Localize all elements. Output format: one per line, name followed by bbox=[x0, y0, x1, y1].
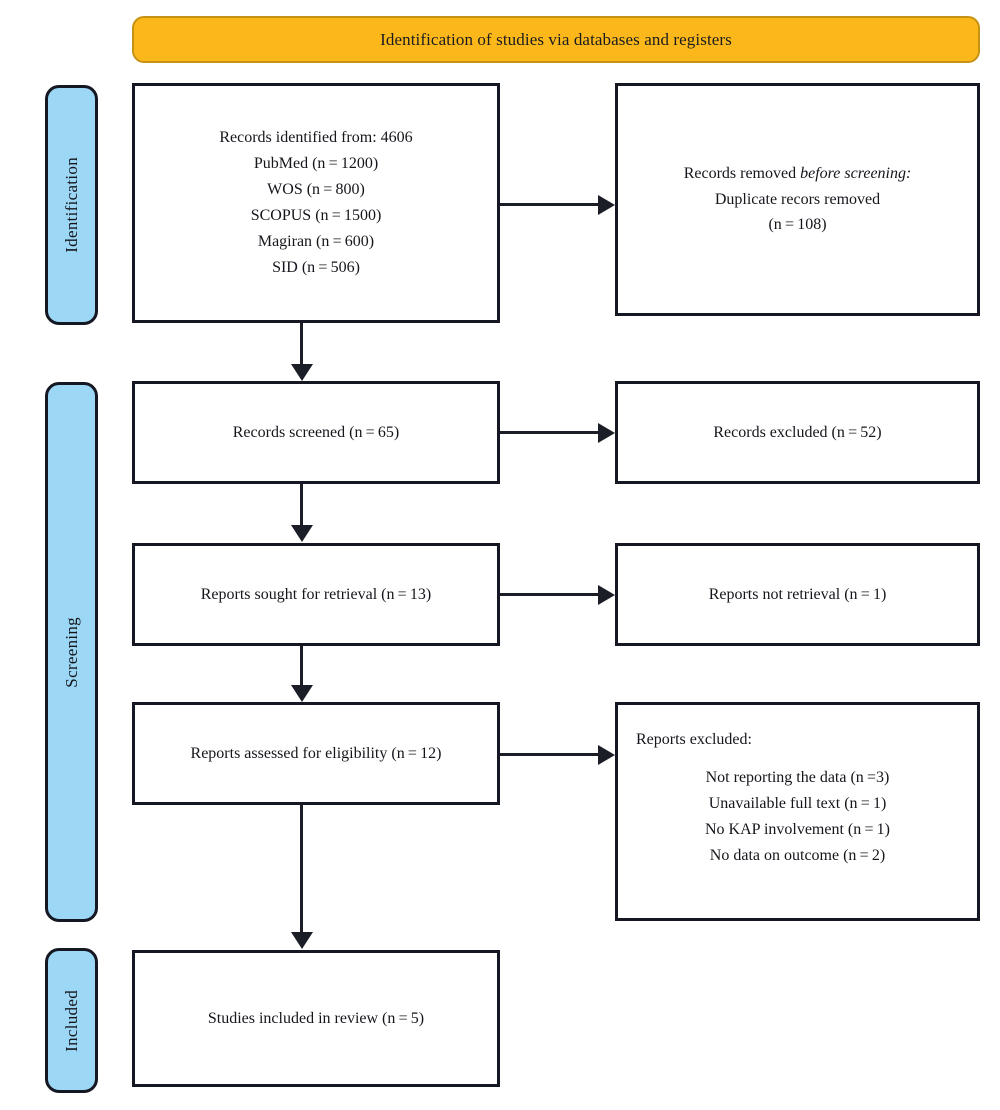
records-identified-line-1: Records identified from: 4606 bbox=[219, 129, 413, 147]
node-records-removed: Records removed before screening: Duplic… bbox=[615, 83, 980, 316]
arrow-assessed-to-included-head-icon bbox=[290, 932, 313, 949]
reports-excluded-reason-3: No KAP involvement (n = 1) bbox=[704, 820, 891, 838]
diagram-title-banner: Identification of studies via databases … bbox=[132, 16, 980, 63]
reports-excluded-reason-1: Not reporting the data (n =3) bbox=[705, 768, 890, 786]
arrow-screened-to-excluded-head-icon bbox=[598, 422, 615, 443]
arrow-screened-to-sought-head-icon bbox=[290, 525, 313, 542]
studies-included-line-1: Studies included in review (n = 5) bbox=[207, 1009, 425, 1027]
records-identified-line-3: WOS (n = 800) bbox=[267, 181, 365, 199]
arrow-identified-to-removed-head-icon bbox=[598, 194, 615, 215]
node-records-excluded: Records excluded (n = 52) bbox=[615, 381, 980, 484]
arrow-assessed-to-repexcluded-head-icon bbox=[598, 744, 615, 765]
reports-not-retrieval-line-1: Reports not retrieval (n = 1) bbox=[708, 585, 887, 603]
records-removed-line-1-emphasis: before screening: bbox=[800, 164, 912, 182]
records-removed-line-2: Duplicate recors removed bbox=[714, 190, 881, 208]
records-screened-line-1: Records screened (n = 65) bbox=[232, 423, 400, 441]
stage-label-identification: Identification bbox=[45, 85, 98, 325]
arrow-identified-to-screened-line bbox=[300, 323, 303, 365]
arrow-screened-to-sought-line bbox=[300, 484, 303, 526]
records-identified-line-6: SID (n = 506) bbox=[272, 258, 360, 276]
node-reports-excluded: Reports excluded: Not reporting the data… bbox=[615, 702, 980, 921]
node-reports-assessed: Reports assessed for eligibility (n = 12… bbox=[132, 702, 500, 805]
arrow-sought-to-assessed-head-icon bbox=[290, 685, 313, 702]
records-identified-line-2: PubMed (n = 1200) bbox=[253, 155, 379, 173]
stage-label-screening: Screening bbox=[45, 382, 98, 922]
reports-excluded-reason-list: Not reporting the data (n =3) Unavailabl… bbox=[705, 765, 890, 869]
reports-excluded-reason-4: No data on outcome (n = 2) bbox=[709, 846, 886, 864]
arrow-screened-to-excluded-line bbox=[500, 431, 598, 434]
reports-excluded-heading: Reports excluded: bbox=[636, 731, 752, 748]
node-reports-sought: Reports sought for retrieval (n = 13) bbox=[132, 543, 500, 646]
node-records-screened: Records screened (n = 65) bbox=[132, 381, 500, 484]
stage-identification-text: Identification bbox=[61, 157, 81, 253]
arrow-sought-to-assessed-line bbox=[300, 646, 303, 686]
records-removed-line-1: Records removed before screening: bbox=[684, 161, 912, 187]
arrow-identified-to-removed-line bbox=[500, 203, 598, 206]
reports-sought-line-1: Reports sought for retrieval (n = 13) bbox=[200, 585, 432, 603]
records-identified-line-5: Magiran (n = 600) bbox=[257, 232, 375, 250]
arrow-sought-to-notretrieval-head-icon bbox=[598, 584, 615, 605]
reports-excluded-reason-2: Unavailable full text (n = 1) bbox=[708, 794, 887, 812]
banner-title-text: Identification of studies via databases … bbox=[380, 29, 732, 49]
records-removed-line-1-prefix: Records removed bbox=[683, 164, 801, 182]
records-identified-line-4: SCOPUS (n = 1500) bbox=[250, 207, 382, 224]
node-reports-not-retrieval: Reports not retrieval (n = 1) bbox=[615, 543, 980, 646]
stage-label-included: Included bbox=[45, 948, 98, 1093]
records-removed-line-3: (n = 108) bbox=[768, 216, 827, 234]
records-excluded-line-1: Records excluded (n = 52) bbox=[713, 423, 882, 441]
arrow-assessed-to-included-line bbox=[300, 805, 303, 933]
arrow-identified-to-screened-head-icon bbox=[290, 364, 313, 381]
arrow-assessed-to-repexcluded-line bbox=[500, 753, 598, 756]
stage-included-text: Included bbox=[61, 989, 81, 1052]
node-studies-included: Studies included in review (n = 5) bbox=[132, 950, 500, 1087]
reports-assessed-line-1: Reports assessed for eligibility (n = 12… bbox=[190, 744, 442, 762]
stage-screening-text: Screening bbox=[61, 616, 81, 688]
node-records-identified: Records identified from: 4606 PubMed (n … bbox=[132, 83, 500, 323]
arrow-sought-to-notretrieval-line bbox=[500, 593, 598, 596]
